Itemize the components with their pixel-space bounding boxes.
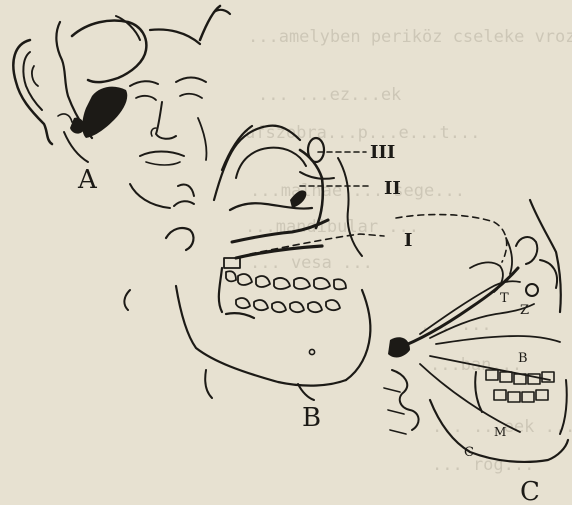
- panel-label-b: B: [302, 403, 321, 433]
- level-marker-ii: II: [384, 178, 401, 199]
- bleed-line: ... ...ez...ek: [258, 85, 401, 105]
- level-marker-i: I: [404, 230, 412, 251]
- annotation-c: C: [464, 445, 474, 460]
- bleed-through-text: ...amelyben periköz cseleke vrozseakozta…: [245, 27, 572, 475]
- panel-b-drawing: [124, 6, 506, 400]
- annotation-m: M: [494, 425, 506, 439]
- level-marker-iii: III: [370, 142, 395, 163]
- annotation-t: T: [500, 291, 509, 306]
- bleed-line: ... rög...: [432, 455, 534, 475]
- bleed-line: ...amelyben periköz cseleke vrozseakozta…: [248, 27, 572, 47]
- panel-label-a: A: [77, 165, 98, 195]
- panel-a-drawing: [13, 16, 200, 162]
- annotation-b: B: [518, 351, 528, 366]
- panel-label-c: C: [520, 477, 540, 505]
- bleed-line: ...malnae ... sege...: [250, 181, 465, 201]
- bleed-line: ... vesa ...: [250, 253, 373, 273]
- annotation-z: Z: [520, 303, 529, 318]
